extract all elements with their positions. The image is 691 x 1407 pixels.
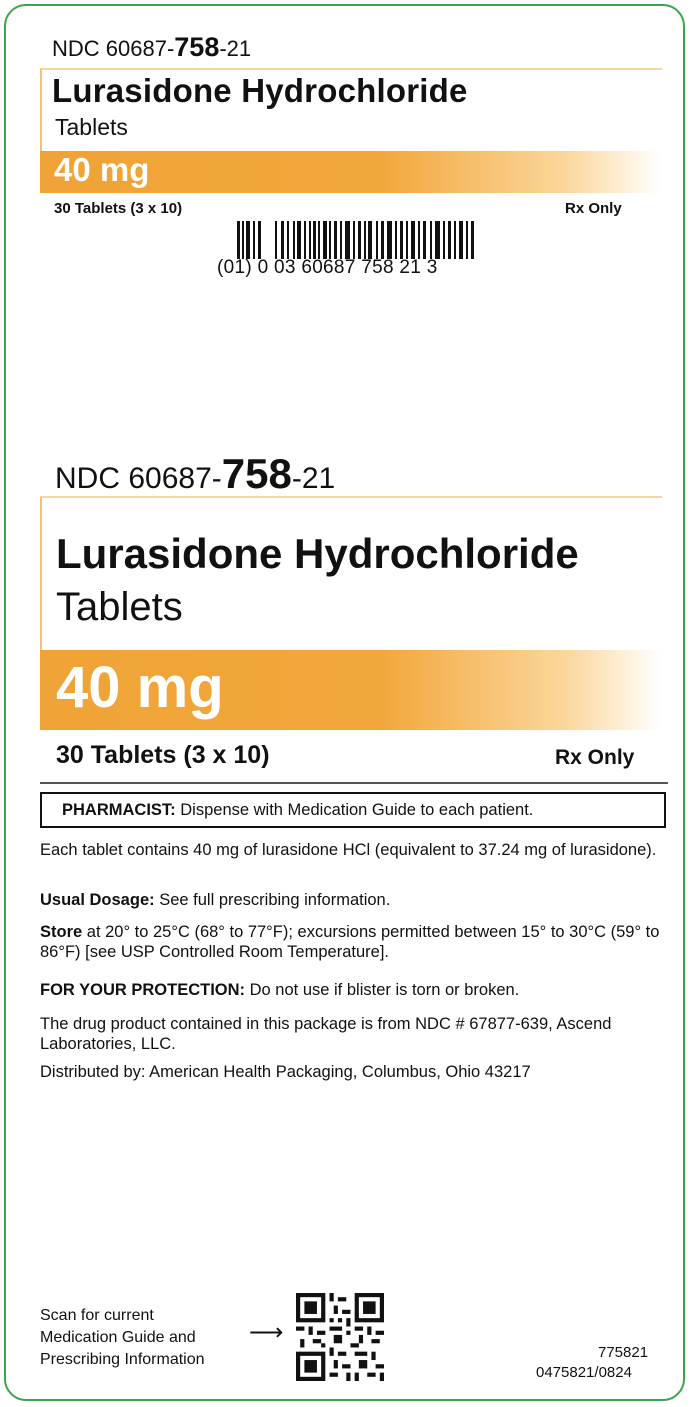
- barcode-icon: [237, 221, 474, 259]
- ndc-number-small: NDC 60687-758-21: [52, 32, 252, 62]
- composition-text: Each tablet contains 40 mg of lurasidone…: [40, 841, 657, 859]
- strength-band-small: [40, 151, 660, 193]
- scan-line-2: Medication Guide and: [40, 1329, 196, 1346]
- tablet-count: 30 Tablets (3 x 10): [56, 741, 270, 769]
- strength-small: 40 mg: [54, 151, 150, 188]
- barcode-number: (01) 0 03 60687 758 21 3: [217, 257, 438, 278]
- distributor-text: Distributed by: American Health Packagin…: [40, 1063, 531, 1081]
- ndc-number: NDC 60687-758-21: [55, 450, 336, 497]
- drug-name-frame: [40, 496, 662, 653]
- pharmacist-notice: PHARMACIST: Dispense with Medication Gui…: [40, 792, 666, 828]
- lot-code: 0475821/0824: [536, 1364, 632, 1381]
- qr-code-icon[interactable]: [296, 1293, 384, 1381]
- protection-text: FOR YOUR PROTECTION: Do not use if blist…: [40, 981, 520, 999]
- item-code: 775821: [598, 1344, 649, 1361]
- strength: 40 mg: [56, 655, 224, 720]
- divider: [40, 782, 668, 784]
- source-text: The drug product contained in this packa…: [40, 1015, 612, 1053]
- arrow-right-icon: ⟶: [249, 1319, 284, 1346]
- tablet-count-small: 30 Tablets (3 x 10): [54, 200, 183, 217]
- rx-only: Rx Only: [555, 746, 635, 769]
- dosage-form-small: Tablets: [55, 114, 128, 140]
- drug-name-frame-small: [40, 68, 662, 152]
- rx-only-small: Rx Only: [565, 200, 622, 217]
- scan-line-1: Scan for current: [40, 1307, 154, 1324]
- usual-dosage-text: Usual Dosage: See full prescribing infor…: [40, 891, 391, 909]
- drug-name: Lurasidone Hydrochloride: [56, 530, 579, 577]
- scan-instructions: Scan for current Medication Guide and Pr…: [40, 1305, 205, 1371]
- storage-text: Store at 20° to 25°C (68° to 77°F); excu…: [40, 923, 660, 961]
- strength-band: [40, 650, 660, 730]
- dosage-form: Tablets: [56, 585, 183, 629]
- label-border: [4, 4, 685, 1401]
- scan-line-3: Prescribing Information: [40, 1351, 205, 1368]
- drug-name-small: Lurasidone Hydrochloride: [52, 72, 468, 109]
